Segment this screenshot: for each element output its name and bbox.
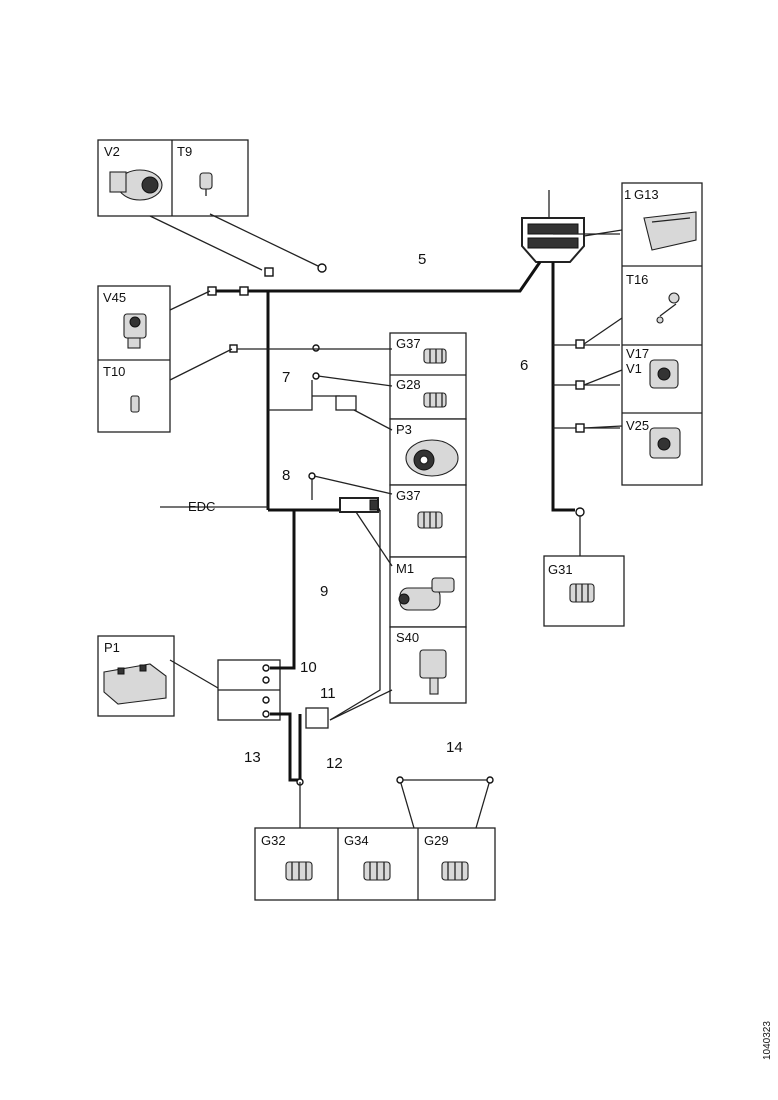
- label-m1: M1: [396, 561, 414, 576]
- ground-g32-icon: [285, 861, 313, 881]
- wire-number-13: 13: [244, 749, 261, 766]
- label-p3: P3: [396, 422, 412, 437]
- label-v17: V17: [626, 346, 649, 361]
- component-box-g31: G31: [543, 555, 625, 627]
- switch-s40-icon: [419, 649, 447, 695]
- edc-label: EDC: [188, 499, 215, 514]
- label-v2: V2: [104, 144, 120, 159]
- label-t10: T10: [103, 364, 125, 379]
- valve-v17-icon: [649, 359, 679, 389]
- label-g29: G29: [424, 833, 449, 848]
- alternator-v2-icon: [109, 169, 163, 201]
- component-box-v45-t10: V45 T10: [97, 285, 171, 433]
- component-box-p1: P1: [97, 635, 175, 717]
- component-box-v2-t9: V2 T9: [97, 139, 249, 217]
- label-g28: G28: [396, 377, 421, 392]
- label-t16: T16: [626, 272, 648, 287]
- label-g13: G13: [634, 187, 659, 202]
- wire-number-7: 7: [282, 369, 290, 386]
- wire-number-5: 5: [418, 251, 426, 268]
- wire-number-11: 11: [320, 685, 336, 702]
- label-t9: T9: [177, 144, 192, 159]
- wire-number-14: 14: [446, 739, 463, 756]
- control-unit-g13-icon: [643, 211, 697, 251]
- valve-v45-icon: [123, 313, 147, 349]
- ground-g37b-icon: [417, 511, 443, 529]
- ground-g31-icon: [569, 583, 595, 603]
- component-column-right: 1 G13 T16 V17 V1 V25: [621, 182, 703, 486]
- reference-number: 1040323: [762, 1021, 773, 1060]
- wire-number-8: 8: [282, 467, 290, 484]
- label-p1: P1: [104, 640, 120, 655]
- fuse-block: [217, 659, 281, 721]
- ecu-connector-block: [521, 190, 585, 263]
- label-v25: V25: [626, 418, 649, 433]
- starter-motor-m1-icon: [398, 577, 455, 611]
- wire-number-12: 12: [326, 755, 343, 772]
- label-g32: G32: [261, 833, 286, 848]
- ground-g34-icon: [363, 861, 391, 881]
- label-v1: V1: [626, 361, 642, 376]
- wire-number-6: 6: [520, 357, 528, 374]
- label-g37-top: G37: [396, 336, 421, 351]
- component-box-bottom-grounds: G32 G34 G29: [254, 827, 496, 901]
- ground-g37-icon: [423, 348, 447, 364]
- sensor-t10-icon: [130, 395, 140, 413]
- component-column-middle: G37 G28 P3 G37 M1 S40: [389, 332, 467, 704]
- label-s40: S40: [396, 630, 419, 645]
- valve-v25-icon: [649, 427, 681, 459]
- wire-number-labels: 5 6 7 8 9 10 11 12 13 14 EDC: [188, 251, 528, 772]
- battery-p1-icon: [103, 663, 167, 705]
- label-v45: V45: [103, 290, 126, 305]
- sensor-t9-icon: [199, 172, 213, 196]
- leader-lines: [149, 213, 623, 828]
- ground-g29-icon: [441, 861, 469, 881]
- harness-wires: [160, 233, 620, 829]
- label-g34: G34: [344, 833, 369, 848]
- label-g37-bottom: G37: [396, 488, 421, 503]
- generator-p3-icon: [405, 439, 459, 477]
- label-1: 1: [624, 187, 631, 202]
- label-g31: G31: [548, 562, 573, 577]
- sensor-t16-icon: [656, 292, 680, 324]
- ground-g28-icon: [423, 392, 447, 408]
- connectors: [207, 263, 585, 786]
- wire-number-9: 9: [320, 583, 328, 600]
- wire-number-10: 10: [300, 659, 317, 676]
